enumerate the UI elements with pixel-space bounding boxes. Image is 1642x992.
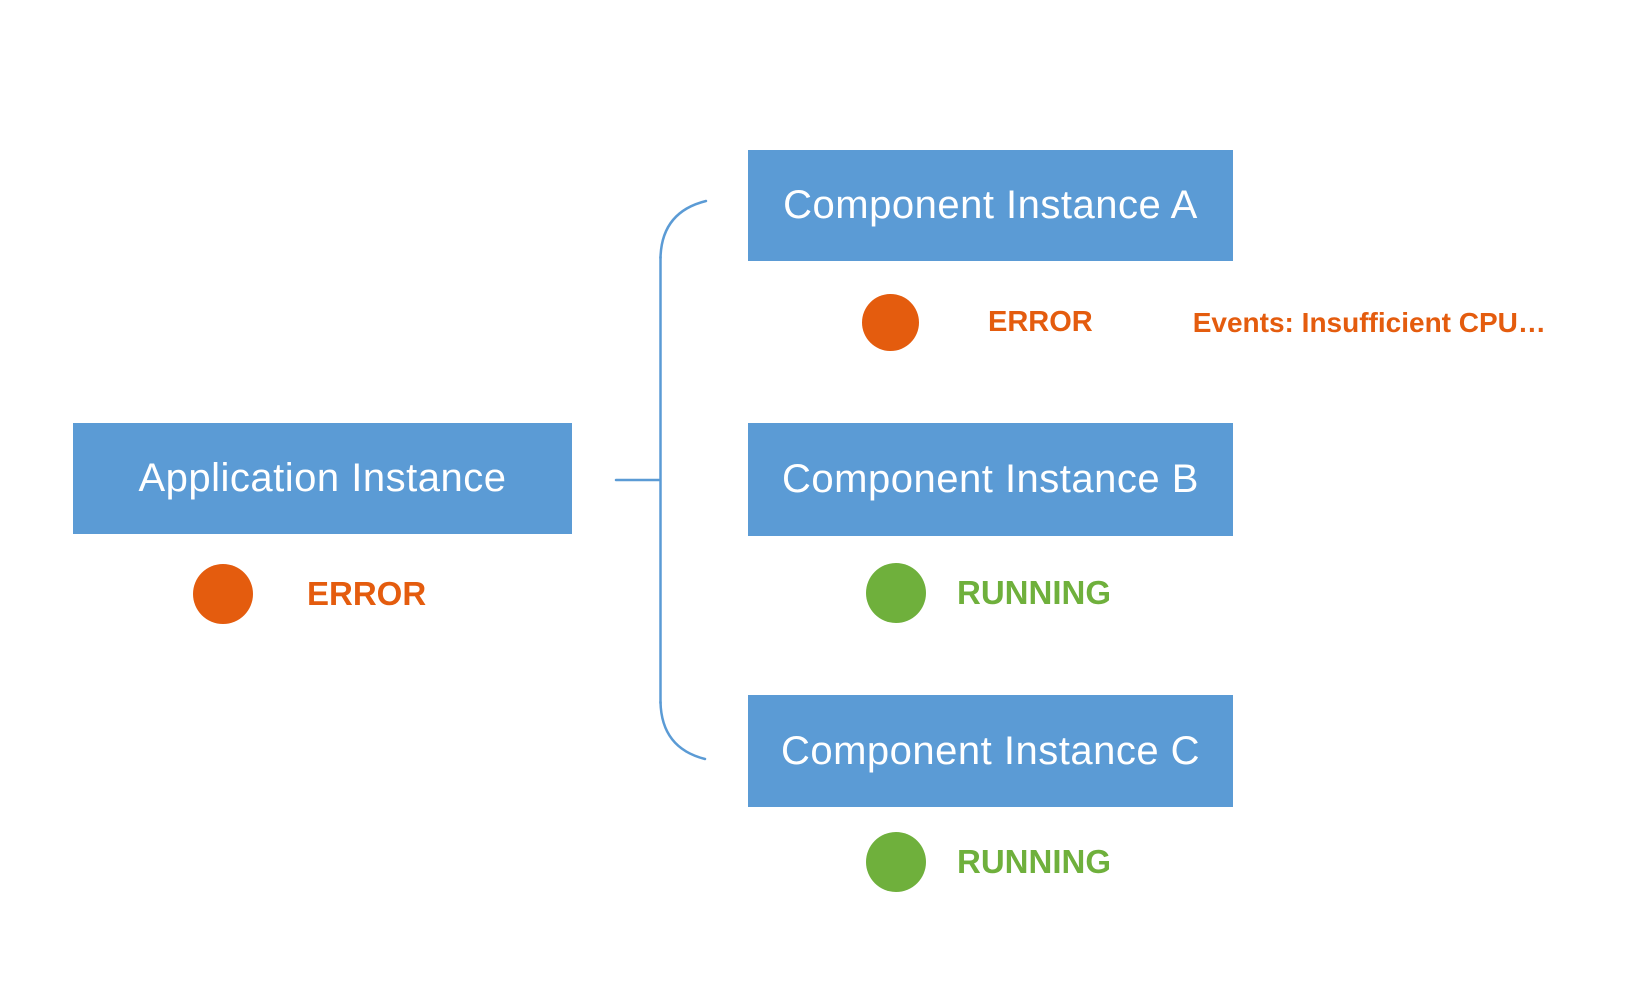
error-status-dot-icon: [862, 294, 919, 351]
component-a-status-row: ERROR Events: Insufficient CPU…: [862, 294, 1546, 351]
error-status-dot-icon: [193, 564, 253, 624]
running-status-dot-icon: [866, 563, 926, 623]
connector-top-arc: [659, 199, 708, 260]
component-instance-c-label: Component Instance C: [780, 728, 1201, 773]
component-a-status-label: ERROR: [988, 306, 1093, 338]
application-status-label: ERROR: [307, 575, 427, 612]
component-instance-a-label: Component Instance A: [783, 183, 1198, 227]
application-instance-box: Application Instance: [73, 423, 572, 534]
component-b-status-row: RUNNING: [866, 563, 1111, 623]
connector-bottom-arc: [659, 700, 707, 761]
component-instance-c-box: Component Instance C: [748, 695, 1233, 807]
application-instance-label: Application Instance: [138, 456, 507, 500]
component-c-status-label: RUNNING: [957, 843, 1111, 880]
application-status-row: ERROR: [193, 564, 426, 624]
running-status-dot-icon: [866, 832, 926, 892]
component-instance-b-label: Component Instance B: [782, 457, 1199, 501]
component-b-status-label: RUNNING: [957, 574, 1111, 611]
component-c-status-row: RUNNING: [866, 832, 1111, 892]
component-instance-b-box: Component Instance B: [748, 423, 1233, 536]
component-instance-a-box: Component Instance A: [748, 150, 1233, 261]
component-a-events-label: Events: Insufficient CPU…: [1192, 306, 1546, 338]
